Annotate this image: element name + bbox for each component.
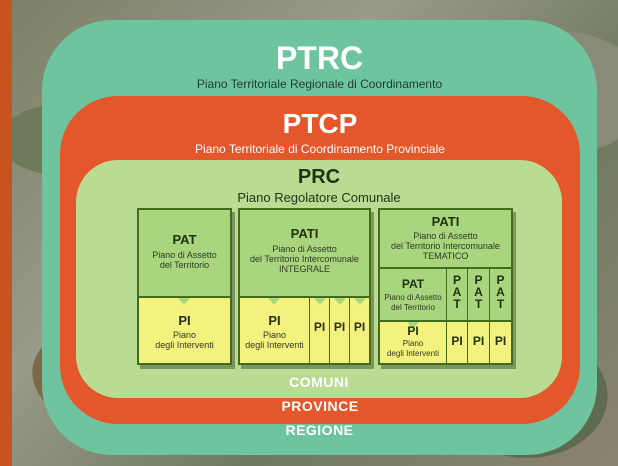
pi-small-label: PI bbox=[494, 334, 507, 348]
divider bbox=[467, 321, 468, 363]
pi-desc-1: Piano bbox=[262, 330, 287, 340]
arrow-down-icon bbox=[407, 322, 419, 329]
pi-small-label: PI bbox=[472, 334, 485, 348]
pi-label: PI bbox=[407, 324, 419, 338]
pat-desc-2: del Territorio bbox=[159, 260, 210, 270]
ptcp-title: PTCP bbox=[282, 108, 358, 139]
prc-subtitle: Piano Regolatore Comunale bbox=[237, 190, 401, 205]
arrow-down-icon bbox=[354, 298, 366, 305]
pi-small-label: PI bbox=[333, 320, 346, 334]
pati-desc-3: INTEGRALE bbox=[278, 264, 330, 274]
ptrc-title: PTRC bbox=[275, 40, 364, 76]
pi-small-label: PI bbox=[313, 320, 326, 334]
regione-band-label: REGIONE bbox=[285, 422, 354, 438]
pati-desc-1: Piano di Assetto bbox=[413, 231, 478, 241]
ptrc-subtitle: Piano Territoriale Regionale di Coordina… bbox=[196, 77, 443, 91]
pi-small-label: PI bbox=[353, 320, 366, 334]
arrow-down-icon bbox=[334, 298, 346, 305]
divider bbox=[349, 297, 350, 363]
pi-area bbox=[139, 297, 230, 363]
divider bbox=[467, 269, 468, 363]
pi-label: PI bbox=[178, 313, 191, 328]
province-band-label: PROVINCE bbox=[281, 398, 359, 414]
pi-label: PI bbox=[268, 313, 281, 328]
pi-desc-2: degli Interventi bbox=[386, 349, 440, 358]
divider bbox=[329, 297, 330, 363]
pi-area bbox=[240, 297, 369, 363]
pat-desc-1: Piano di Assetto bbox=[152, 250, 217, 260]
pati-desc-2: del Territorio Intercomunale bbox=[250, 254, 359, 264]
pati-desc-2: del Territorio Intercomunale bbox=[391, 241, 500, 251]
arrow-down-icon bbox=[314, 298, 326, 305]
pat-label: PAT bbox=[401, 277, 425, 291]
pi-desc-1: Piano bbox=[402, 339, 424, 348]
divider bbox=[240, 296, 369, 298]
pi-desc-2: degli Interventi bbox=[245, 340, 304, 350]
pat-desc-1: Piano di Assetto bbox=[384, 293, 442, 302]
divider bbox=[309, 297, 310, 363]
divider bbox=[446, 269, 447, 363]
pat-desc-2: del Territorio bbox=[391, 303, 435, 312]
pati-label: PATI bbox=[431, 214, 460, 229]
pat-label: PAT bbox=[172, 232, 197, 247]
divider bbox=[489, 269, 490, 363]
pati-desc-3: TEMATICO bbox=[422, 251, 469, 261]
pati-desc-1: Piano di Assetto bbox=[272, 244, 337, 254]
pi-desc-2: degli Interventi bbox=[155, 340, 214, 350]
pi-desc-1: Piano bbox=[172, 330, 197, 340]
prc-title: PRC bbox=[297, 166, 341, 188]
divider bbox=[446, 321, 447, 363]
comuni-band-label: COMUNI bbox=[289, 374, 349, 390]
divider bbox=[380, 267, 511, 269]
divider bbox=[489, 321, 490, 363]
pati-label: PATI bbox=[290, 226, 319, 241]
divider bbox=[139, 296, 230, 298]
arrow-down-icon bbox=[407, 269, 419, 276]
ptcp-subtitle: Piano Territoriale di Coordinamento Prov… bbox=[195, 142, 445, 156]
arrow-down-icon bbox=[178, 298, 190, 305]
divider bbox=[380, 320, 511, 322]
arrow-down-icon bbox=[268, 298, 280, 305]
pi-small-label: PI bbox=[451, 334, 463, 348]
